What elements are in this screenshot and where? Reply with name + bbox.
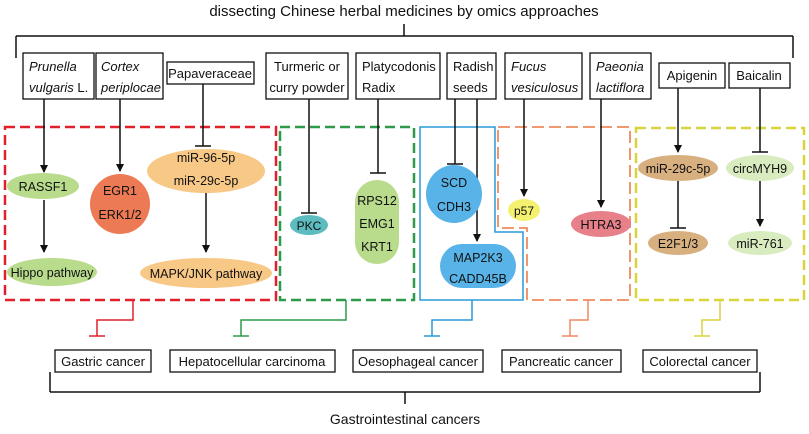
svg-text:lactiflora: lactiflora: [596, 80, 644, 95]
connectors: [40, 84, 768, 253]
node-map2k3-cadd45b: MAP2K3 CADD45B: [440, 244, 516, 288]
cancer-box-hepatocellular: Hepatocellular carcinoma: [169, 349, 336, 373]
svg-text:Cortex: Cortex: [101, 59, 140, 74]
node-mir761: miR-761: [728, 231, 792, 255]
herb-box-radish-seeds: Radish seeds: [446, 52, 497, 100]
node-rps12-emg1-krt1: RPS12 EMG1 KRT1: [355, 180, 399, 264]
node-pkc: PKC: [290, 215, 328, 235]
svg-text:Oesophageal cancer: Oesophageal cancer: [358, 354, 479, 369]
svg-text:Colorectal cancer: Colorectal cancer: [649, 354, 751, 369]
top-bracket: [15, 24, 794, 58]
svg-text:RASSF1: RASSF1: [19, 180, 68, 194]
svg-text:RPS12: RPS12: [357, 194, 397, 208]
svg-text:vesiculosus: vesiculosus: [511, 80, 579, 95]
svg-text:Gastric cancer: Gastric cancer: [61, 354, 145, 369]
herb-box-baicalin: Baicalin: [728, 62, 791, 89]
svg-text:miR-29c-5p: miR-29c-5p: [646, 162, 711, 176]
node-egr1-erk12: EGR1 ERK1/2: [90, 174, 150, 234]
svg-text:CADD45B: CADD45B: [449, 272, 507, 286]
svg-text:Platycodonis: Platycodonis: [362, 59, 436, 74]
svg-text:EMG1: EMG1: [359, 217, 394, 231]
cancer-connectors: [89, 300, 721, 337]
group-box-gastric: [3, 125, 278, 302]
node-htra3: HTRA3: [571, 211, 631, 237]
node-mapk-jnk-pathway: MAPK/JNK pathway: [140, 258, 272, 288]
node-mir96-mir29c: miR-96-5p miR-29c-5p: [147, 149, 265, 193]
bottom-bracket: [49, 372, 761, 404]
group-box-pancreatic: [497, 126, 631, 301]
node-circmyh9: circMYH9: [726, 155, 794, 181]
svg-text:Apigenin: Apigenin: [667, 68, 718, 83]
herb-box-platycodonis: Platycodonis Radix: [355, 52, 441, 100]
svg-text:circMYH9: circMYH9: [733, 162, 787, 176]
cancer-box-oesophageal: Oesophageal cancer: [352, 349, 484, 373]
node-scd-cdh3: SCD CDH3: [426, 165, 482, 223]
svg-text:miR-29c-5p: miR-29c-5p: [174, 174, 239, 188]
svg-text:Turmeric or: Turmeric or: [274, 59, 341, 74]
group-box-oesophageal: [419, 126, 524, 301]
herb-box-paeonia: Paeonia lactiflora: [589, 52, 652, 100]
svg-text:Fucus: Fucus: [511, 59, 547, 74]
svg-text:EGR1: EGR1: [103, 184, 137, 198]
svg-text:Baicalin: Baicalin: [736, 68, 782, 83]
svg-text:PKC: PKC: [297, 219, 322, 233]
herb-box-cortex-periplocae: Cortex periplocae: [95, 52, 164, 100]
svg-text:Hippo pathway: Hippo pathway: [11, 266, 94, 280]
group-box-colorectal: [634, 126, 806, 302]
svg-text:Radish: Radish: [453, 59, 493, 74]
node-mir29c-colorectal: miR-29c-5p: [638, 155, 718, 181]
svg-text:MAP2K3: MAP2K3: [453, 251, 502, 265]
svg-text:HTRA3: HTRA3: [581, 218, 622, 232]
svg-text:miR-761: miR-761: [736, 237, 783, 251]
node-p57: p57: [508, 199, 540, 221]
svg-text:Radix: Radix: [362, 80, 396, 95]
svg-text:seeds: seeds: [453, 80, 488, 95]
herb-box-fucus: Fucus vesiculosus: [504, 52, 583, 100]
herb-box-papaveraceae: Papaveraceae: [166, 61, 255, 85]
node-hippo-pathway: Hippo pathway: [7, 258, 97, 286]
svg-text:MAPK/JNK pathway: MAPK/JNK pathway: [150, 267, 263, 281]
svg-text:Pancreatic cancer: Pancreatic cancer: [509, 354, 614, 369]
svg-text:Paeonia: Paeonia: [596, 59, 644, 74]
herb-box-turmeric: Turmeric or curry powder: [265, 52, 349, 100]
svg-text:KRT1: KRT1: [361, 240, 393, 254]
svg-text:ERK1/2: ERK1/2: [98, 208, 141, 222]
svg-text:periplocae: periplocae: [100, 80, 161, 95]
node-e2f13: E2F1/3: [648, 231, 708, 255]
diagram-title: dissecting Chinese herbal medicines by o…: [209, 3, 598, 20]
svg-text:p57: p57: [514, 204, 534, 218]
cancer-box-colorectal: Colorectal cancer: [642, 349, 758, 373]
svg-text:miR-96-5p: miR-96-5p: [177, 151, 235, 165]
svg-text:CDH3: CDH3: [437, 200, 471, 214]
svg-text:vulgaris L.: vulgaris L.: [29, 80, 88, 95]
node-rassf1: RASSF1: [7, 173, 79, 199]
svg-text:SCD: SCD: [441, 176, 467, 190]
svg-text:E2F1/3: E2F1/3: [658, 237, 698, 251]
footer-label: Gastrointestinal cancers: [330, 411, 480, 427]
svg-text:Prunella: Prunella: [29, 59, 77, 74]
svg-text:Papaveraceae: Papaveraceae: [168, 66, 252, 81]
herb-box-apigenin: Apigenin: [658, 62, 726, 89]
svg-text:Hepatocellular carcinoma: Hepatocellular carcinoma: [179, 354, 326, 369]
svg-text:curry powder: curry powder: [269, 80, 345, 95]
group-box-liver: [278, 125, 416, 302]
cancer-box-pancreatic: Pancreatic cancer: [501, 349, 622, 373]
cancer-box-gastric: Gastric cancer: [54, 349, 152, 373]
herb-box-prunella: Prunella vulgaris L.: [22, 52, 95, 100]
